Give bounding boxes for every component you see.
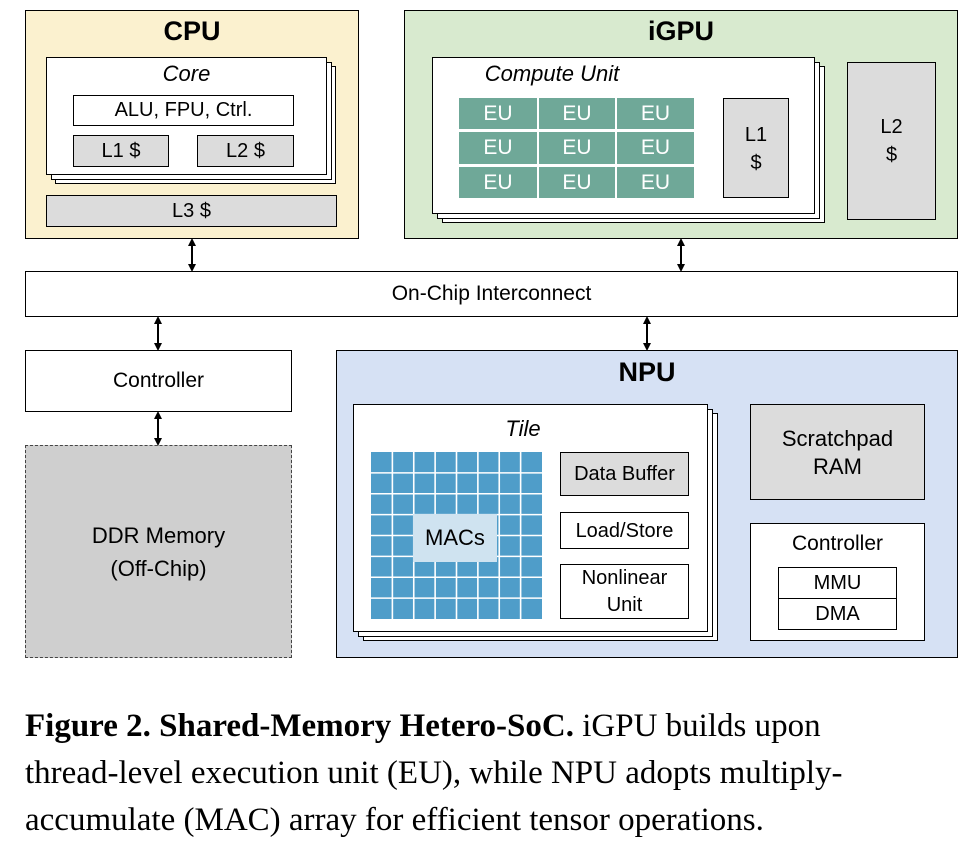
nonlinear-unit <box>560 564 689 619</box>
alu-fpu-ctrl-label: ALU, FPU, Ctrl. <box>114 99 253 121</box>
eu-cell: EU <box>539 167 615 198</box>
memory-controller-label: Controller <box>112 369 205 392</box>
mac-array <box>371 452 542 619</box>
igpu-title: iGPU <box>647 16 714 46</box>
igpu-l1-label: L1 <box>744 124 768 146</box>
eu-cell: EU <box>459 167 537 198</box>
macs-label-bg <box>413 514 497 562</box>
data-buffer <box>560 452 689 496</box>
mmu-label: MMU <box>813 572 862 594</box>
eu-cell: EU <box>539 132 615 164</box>
caption-line-1: Figure 2. Shared-Memory Hetero-SoC. iGPU… <box>25 703 970 750</box>
caption-figure-label: Figure 2. Shared-Memory Hetero-SoC. <box>25 708 574 744</box>
nonlinear-label: Nonlinear <box>581 567 668 589</box>
igpu-l1-cache <box>723 98 789 198</box>
data-buffer-label: Data Buffer <box>574 463 675 485</box>
load-store-label: Load/Store <box>575 520 674 542</box>
tile-label: Tile <box>505 416 541 441</box>
dma-box <box>778 598 897 630</box>
core-label: Core <box>162 61 211 86</box>
scratchpad-sublabel: RAM <box>813 454 862 479</box>
caption-line-1-text: iGPU builds upon <box>573 708 821 744</box>
interconnect-label: On-Chip Interconnect <box>391 282 592 305</box>
eu-cell: EU <box>459 132 537 164</box>
cpu-title: CPU <box>163 16 221 46</box>
eu-cell: EU <box>617 167 694 198</box>
cpu-l2-cache <box>197 135 294 167</box>
eu-cell: EU <box>617 132 694 164</box>
cpu-l3-label: L3 $ <box>172 200 211 222</box>
eu-cell: EU <box>617 98 694 129</box>
scratchpad-ram <box>750 404 925 500</box>
ddr-memory-label: DDR Memory <box>91 523 226 548</box>
eu-cell: EU <box>539 98 615 129</box>
ddr-memory-sublabel: (Off-Chip) <box>110 556 207 581</box>
npu-controller-label: Controller <box>791 532 884 555</box>
on-chip-interconnect <box>25 271 958 317</box>
macs-label: MACs <box>425 525 485 550</box>
ddr-memory <box>25 445 292 658</box>
eu-cell: EU <box>459 98 537 129</box>
compute-unit-label: Compute Unit <box>484 61 620 86</box>
alu-fpu-ctrl-box <box>73 95 294 126</box>
igpu-l2-label: L2 <box>880 116 903 138</box>
cpu-l1-cache <box>73 135 169 167</box>
cpu-l2-label: L2 $ <box>226 140 265 162</box>
scratchpad-label: Scratchpad <box>781 426 894 451</box>
cpu-l1-label: L1 $ <box>101 140 141 162</box>
caption-line-3: accumulate (MAC) array for efficient ten… <box>25 802 764 838</box>
caption-line-2: thread-level execution unit (EU), while … <box>25 755 843 791</box>
nonlinear-sublabel: Unit <box>606 594 643 616</box>
mmu-box <box>778 567 897 599</box>
cpu-l3-cache <box>46 195 337 227</box>
dma-label: DMA <box>815 603 860 625</box>
npu-title: NPU <box>618 357 676 387</box>
load-store-unit <box>560 512 689 549</box>
igpu-l1-symbol: $ <box>750 152 762 174</box>
igpu-l2-cache <box>847 62 936 220</box>
figure-caption: Figure 2. Shared-Memory Hetero-SoC. iGPU… <box>25 703 970 844</box>
igpu-l2-symbol: $ <box>885 144 898 166</box>
